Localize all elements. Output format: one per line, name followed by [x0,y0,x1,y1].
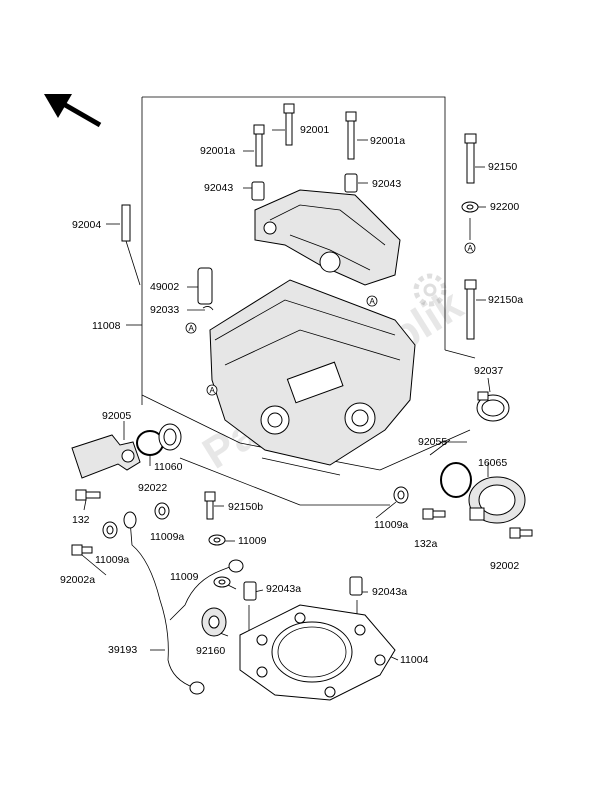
label-92043-right: 92043 [372,178,401,190]
label-39193: 39193 [108,644,137,656]
label-11009a-1: 11009a [150,531,184,543]
bolt-92001 [283,103,295,146]
label-92043a-2: 92043a [372,586,407,598]
label-92002a: 92002a [60,574,95,586]
bolt-92001a-left [253,124,265,167]
label-92001: 92001 [300,124,329,136]
label-92037: 92037 [474,365,503,377]
gear-watermark-icon [413,273,447,307]
dowel-92043-left [251,181,265,201]
bolt-92002a [71,544,93,556]
label-11060: 11060 [154,461,183,473]
ref-marker-a-1: A [464,242,476,254]
svg-text:A: A [210,386,216,395]
label-11009a-2: 11009a [95,554,129,566]
label-11009-1: 11009 [238,535,267,547]
svg-text:A: A [370,297,376,306]
washer-11009a-1 [154,502,170,520]
front-direction-arrow-icon [44,94,102,128]
oil-pipe-39193 [123,511,244,695]
label-92150: 92150 [488,161,517,173]
cylinder-head-11008 [209,279,416,466]
camshaft-holder [254,189,401,286]
dowel-92043-right [344,173,358,193]
label-11009-2: 11009 [170,571,199,583]
label-92001a-left: 92001a [200,145,235,157]
stud-92004 [121,204,131,242]
clamp-92037 [476,391,510,422]
label-11009a-right: 11009a [374,519,408,531]
washer-11009-1 [208,534,226,546]
label-92200: 92200 [490,201,519,213]
gasket-11060 [158,423,182,451]
label-92055: 92055 [418,436,447,448]
label-16065: 16065 [478,457,507,469]
label-49002: 49002 [150,281,179,293]
svg-text:A: A [189,324,195,333]
bolt-92150 [464,133,477,184]
dowel-92043a-2 [349,576,363,596]
label-92043-left: 92043 [204,182,233,194]
label-92150b: 92150b [228,501,263,513]
label-92002: 92002 [490,560,519,572]
label-92022: 92022 [138,482,167,494]
bolt-92150b [204,491,216,520]
label-132: 132 [72,514,90,526]
ring-92033 [202,306,214,311]
label-92150a: 92150a [488,294,523,306]
label-132a: 132a [414,538,438,550]
washer-11009a-2 [102,521,118,539]
washer-11009-2 [213,576,231,588]
label-92043a-1: 92043a [266,583,301,595]
label-92004: 92004 [72,219,101,231]
ref-marker-a-2: A [185,322,197,334]
stud-leader [125,240,141,286]
pipe-49002 [197,267,213,305]
label-92005: 92005 [102,410,131,422]
o-ring-92055 [440,462,472,498]
label-11004: 11004 [400,654,429,666]
head-gasket-11004 [239,604,396,701]
label-11008: 11008 [92,320,121,332]
label-92160: 92160 [196,645,225,657]
washer-92200 [461,201,479,213]
water-pipe-92005 [71,434,141,479]
label-92033: 92033 [150,304,179,316]
bolt-132 [75,489,101,501]
part-labels: 92001 92001a 92001a 92043 92043 92150 92… [60,124,523,666]
bolt-92002 [509,527,533,539]
bolt-132a [422,508,446,520]
grommet-92160 [201,607,227,637]
ref-marker-a-4: A [366,295,378,307]
bolt-92001a-right [345,111,357,160]
washer-11009a-right [393,486,409,504]
ref-marker-a-3: A [206,384,218,396]
dowel-92043a-1 [243,581,257,601]
carburetor-holder-16065 [468,476,526,524]
assembly-frame-lines [141,96,476,506]
label-92001a-right: 92001a [370,135,405,147]
svg-text:A: A [468,244,474,253]
bolt-92150a [464,279,477,340]
